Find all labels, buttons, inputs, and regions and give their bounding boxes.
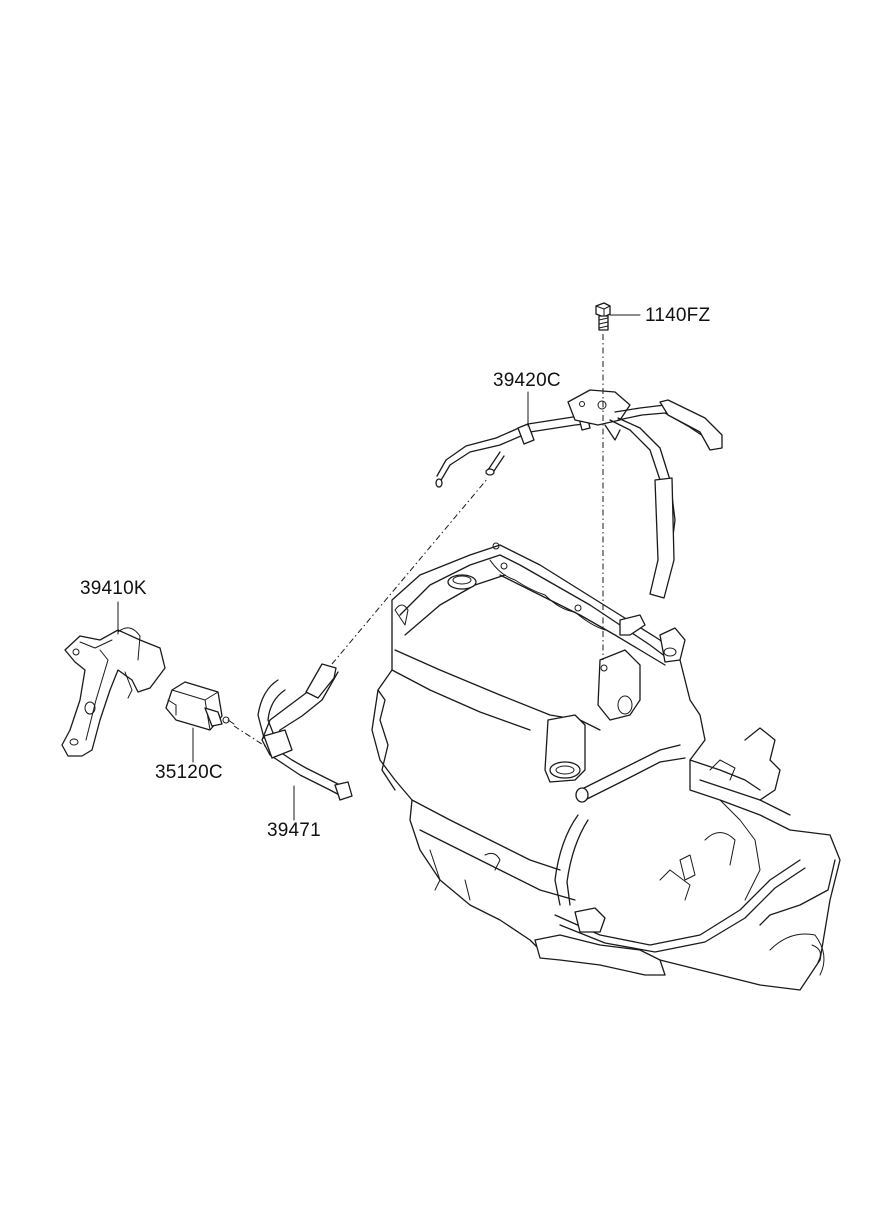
part-label-sensor: 35120C [155,762,223,783]
part-label-bolt: 1140FZ [645,305,711,326]
part-label-hose: 39471 [267,820,321,841]
part-label-bracket: 39410K [80,578,147,599]
engine-illustration [371,542,841,991]
part-label-pipe-assembly: 39420C [493,370,561,391]
sensor-icon [165,681,235,731]
pipe-assembly-drawing [435,389,723,599]
hose-icon [257,663,353,801]
bracket-icon [61,627,166,757]
bolt-icon [595,302,611,331]
